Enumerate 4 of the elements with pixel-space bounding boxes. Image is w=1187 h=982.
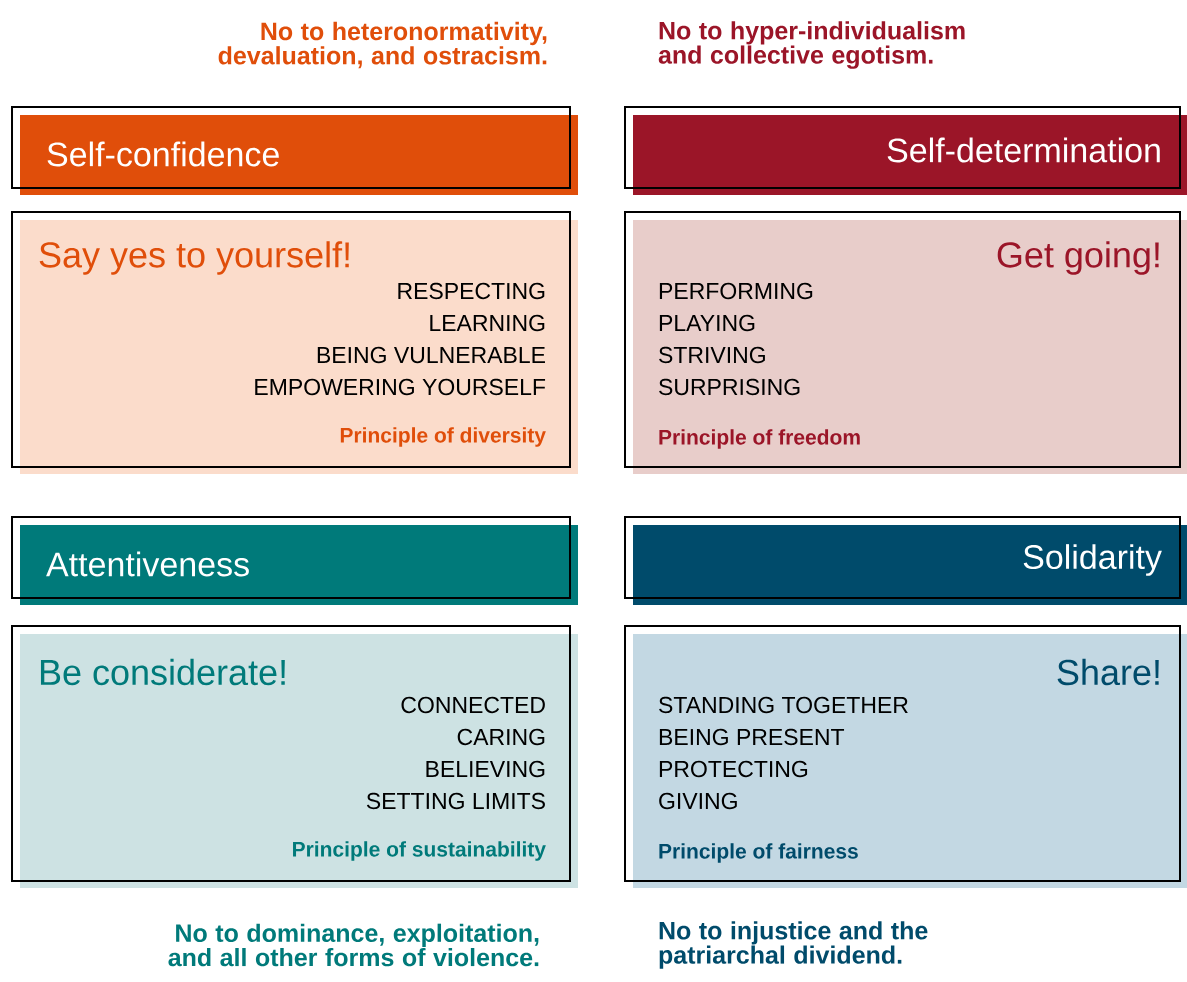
slogan-text: No to hyper-individualism and collective egotism.: [658, 21, 965, 69]
slogan-text: No to heteronormativity, devaluation, and ostracism.: [218, 21, 547, 69]
slogan-text: No to dominance, exploitation, and all other forms of violence.: [168, 923, 539, 967]
slogan-text: No to injustice and the patriarchal dividend.: [659, 921, 928, 969]
